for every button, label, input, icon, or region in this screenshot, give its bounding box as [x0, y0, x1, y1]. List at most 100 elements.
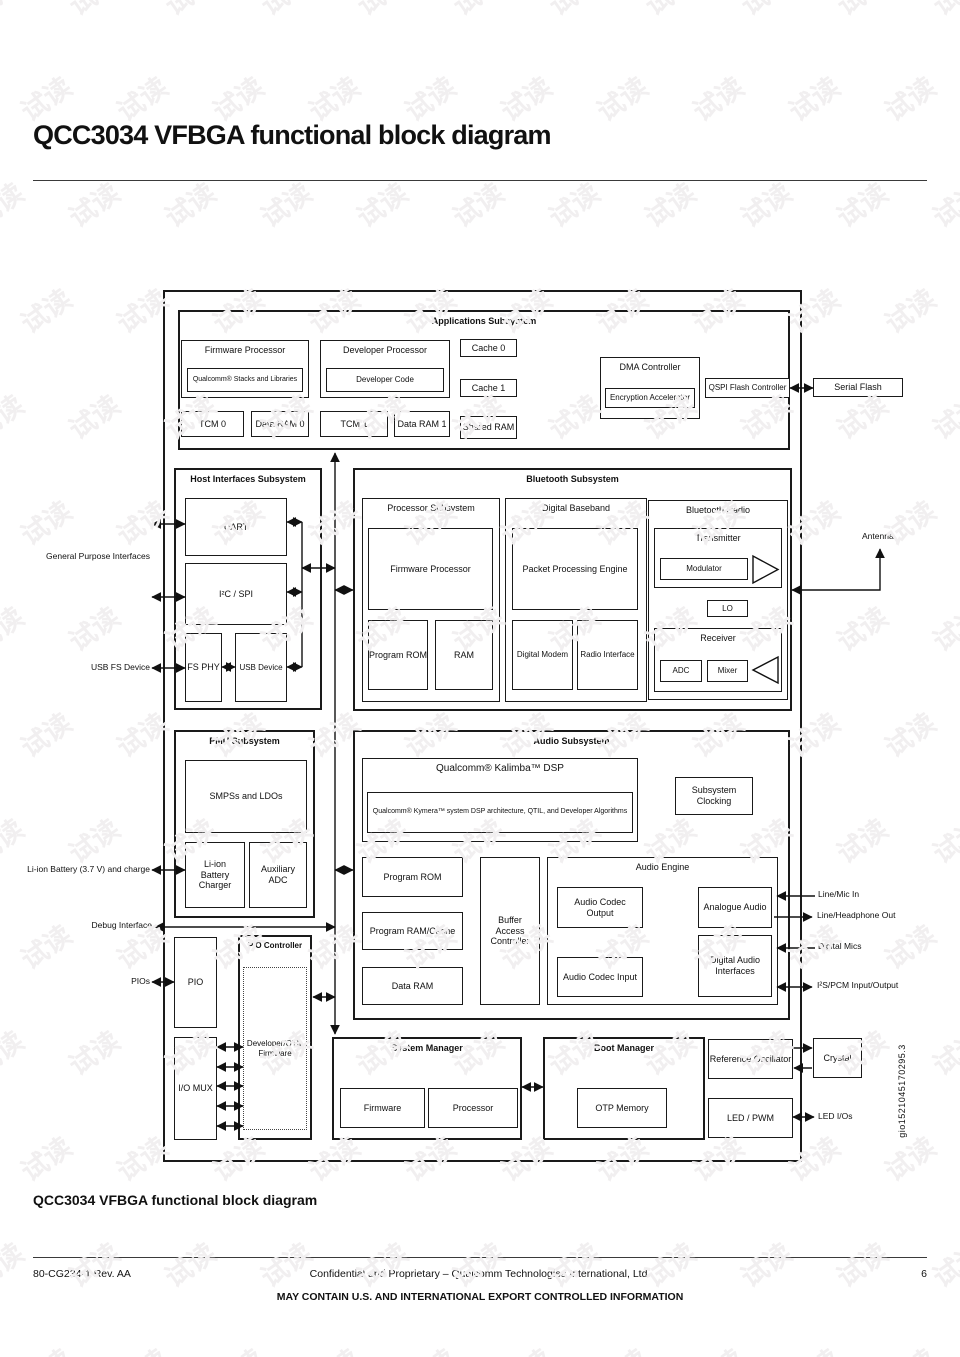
- bluetooth-subsystem-title: Bluetooth Subsystem: [526, 474, 619, 484]
- tcm1-box: TCM 1: [320, 411, 388, 437]
- audio-program-ram-box: Program RAM/Cache: [362, 912, 463, 950]
- label-digital-mics: Digital Mics: [818, 941, 862, 951]
- audio-codec-input-box: Audio Codec Input: [557, 957, 643, 997]
- watermark-text: 试读: [780, 1338, 847, 1357]
- watermark-text: 试读: [444, 0, 511, 23]
- label-i2s-pcm: I²S/PCM Input/Output: [817, 980, 899, 990]
- watermark-text: 试读: [927, 1237, 960, 1294]
- watermark-text: 试读: [396, 1338, 463, 1357]
- footer-export-notice: MAY CONTAIN U.S. AND INTERNATIONAL EXPOR…: [276, 1291, 684, 1303]
- header-rule: [33, 180, 927, 181]
- digital-audio-interfaces-box: Digital Audio Interfaces: [698, 935, 772, 997]
- bt-digital-baseband-title: Digital Baseband: [541, 503, 611, 513]
- watermark-text: 试读: [879, 71, 942, 128]
- data-ram0-box: Data RAM 0: [251, 411, 309, 437]
- watermark-text: 试读: [879, 283, 942, 340]
- figure-caption: QCC3034 VFBGA functional block diagram: [33, 1192, 318, 1208]
- watermark-text: 试读: [831, 1237, 894, 1294]
- watermark-text: 试读: [543, 177, 606, 234]
- watermark-text: 试读: [927, 389, 960, 446]
- modulator-box: Modulator: [660, 558, 748, 580]
- watermark-text: 试读: [63, 813, 126, 870]
- bt-program-rom-box: Program ROM: [368, 620, 428, 690]
- label-line-headphone-out: Line/Headphone Out: [817, 910, 896, 920]
- watermark-text: 试读: [831, 601, 894, 658]
- watermark-text: 试读: [879, 707, 942, 764]
- label-li-ion-battery: Li-ion Battery (3.7 V) and charge: [27, 864, 150, 874]
- watermark-text: 试读: [588, 1338, 655, 1357]
- watermark-text: 试读: [159, 1237, 222, 1294]
- label-antenna: Antenna: [862, 531, 894, 541]
- digital-modem-box: Digital Modem: [512, 620, 573, 690]
- label-pios: PIOs: [131, 976, 150, 986]
- analogue-audio-box: Analogue Audio: [698, 887, 772, 928]
- label-usb-fs-device: USB FS Device: [90, 662, 150, 672]
- watermark-text: 试读: [0, 389, 30, 446]
- pmu-subsystem-title: PMU Subsystem: [209, 736, 280, 746]
- watermark-text: 试读: [879, 1131, 942, 1188]
- watermark-text: 试读: [351, 177, 414, 234]
- watermark-text: 试读: [63, 601, 126, 658]
- pio-box: PIO: [174, 937, 217, 1028]
- watermark-text: 试读: [351, 1237, 414, 1294]
- footer-page-number: 6: [921, 1268, 927, 1280]
- watermark-text: 试读: [15, 707, 78, 764]
- sm-processor-box: Processor: [428, 1088, 518, 1128]
- audio-subsystem: Audio Subsystem: [353, 730, 790, 1020]
- receiver-label: Receiver: [700, 633, 736, 643]
- figure-id-vertical: gio1521045170295.3: [897, 1044, 907, 1138]
- watermark-text: 试读: [831, 177, 894, 234]
- watermark-text: 试读: [15, 283, 78, 340]
- watermark-text: 试读: [63, 1237, 126, 1294]
- watermark-text: 试读: [684, 1338, 751, 1357]
- watermark-text: 试读: [732, 0, 799, 23]
- watermark-text: 试读: [0, 177, 30, 234]
- watermark-text: 试读: [0, 813, 30, 870]
- watermark-text: 试读: [15, 1131, 78, 1188]
- watermark-text: 试读: [15, 495, 78, 552]
- qualcomm-stacks-box: Qualcomm® Stacks and Libraries: [187, 368, 303, 392]
- watermark-text: 试读: [783, 71, 846, 128]
- watermark-text: 试读: [156, 0, 223, 23]
- watermark-text: 试读: [924, 0, 960, 23]
- audio-engine-title: Audio Engine: [635, 862, 690, 872]
- label-led-ios: LED I/Os: [818, 1111, 853, 1121]
- watermark-text: 试读: [687, 71, 750, 128]
- watermark-text: 试读: [540, 0, 607, 23]
- qspi-flash-controller-box: QSPI Flash Controller: [705, 378, 790, 398]
- packet-processing-engine-box: Packet Processing Engine: [512, 528, 638, 610]
- serial-flash-box: Serial Flash: [813, 378, 903, 397]
- footer-doc-number: 80-CG234-1 Rev. AA: [33, 1268, 131, 1280]
- kalimba-dsp-label: Qualcomm® Kalimba™ DSP: [436, 763, 564, 774]
- watermark-text: 试读: [12, 1338, 79, 1357]
- label-debug-interface: Debug Interface: [91, 920, 152, 930]
- tcm0-box: TCM 0: [181, 411, 244, 437]
- watermark-text: 试读: [204, 1338, 271, 1357]
- shared-ram-box: Shared RAM: [460, 416, 517, 439]
- i2c-spi-box: I²C / SPI: [185, 563, 287, 625]
- led-pwm-box: LED / PWM: [708, 1098, 793, 1138]
- io-mux-box: I/O MUX: [174, 1037, 217, 1140]
- watermark-text: 试读: [108, 1338, 175, 1357]
- watermark-text: 试读: [831, 813, 894, 870]
- pio-controller-title: PIO Controller: [247, 941, 303, 950]
- data-ram1-box: Data RAM 1: [394, 411, 450, 437]
- fs-phy-box: FS PHY: [185, 633, 222, 702]
- cache0-box: Cache 0: [460, 339, 517, 357]
- radio-interface-box: Radio Interface: [577, 620, 638, 690]
- watermark-text: 试读: [876, 1338, 943, 1357]
- li-ion-charger-box: Li-ion Battery Charger: [185, 842, 245, 908]
- pmu-subsystem: PMU Subsystem: [174, 730, 315, 918]
- developer-qtil-firmware-box: Developer/QTIL Firmware: [243, 967, 307, 1130]
- uart-box: UART: [185, 498, 287, 556]
- label-line-mic-in: Line/Mic In: [818, 889, 860, 899]
- audio-data-ram-box: Data RAM: [362, 967, 463, 1005]
- watermark-text: 试读: [492, 1338, 559, 1357]
- watermark-text: 试读: [927, 601, 960, 658]
- cache1-box: Cache 1: [460, 379, 517, 397]
- bluetooth-radio-title: Bluetooth Radio: [685, 505, 751, 515]
- dma-controller-label: DMA Controller: [619, 362, 681, 372]
- subsystem-clocking-box: Subsystem Clocking: [675, 777, 753, 815]
- audio-subsystem-title: Audio Subsystem: [533, 736, 610, 746]
- page-title: QCC3034 VFBGA functional block diagram: [33, 120, 552, 150]
